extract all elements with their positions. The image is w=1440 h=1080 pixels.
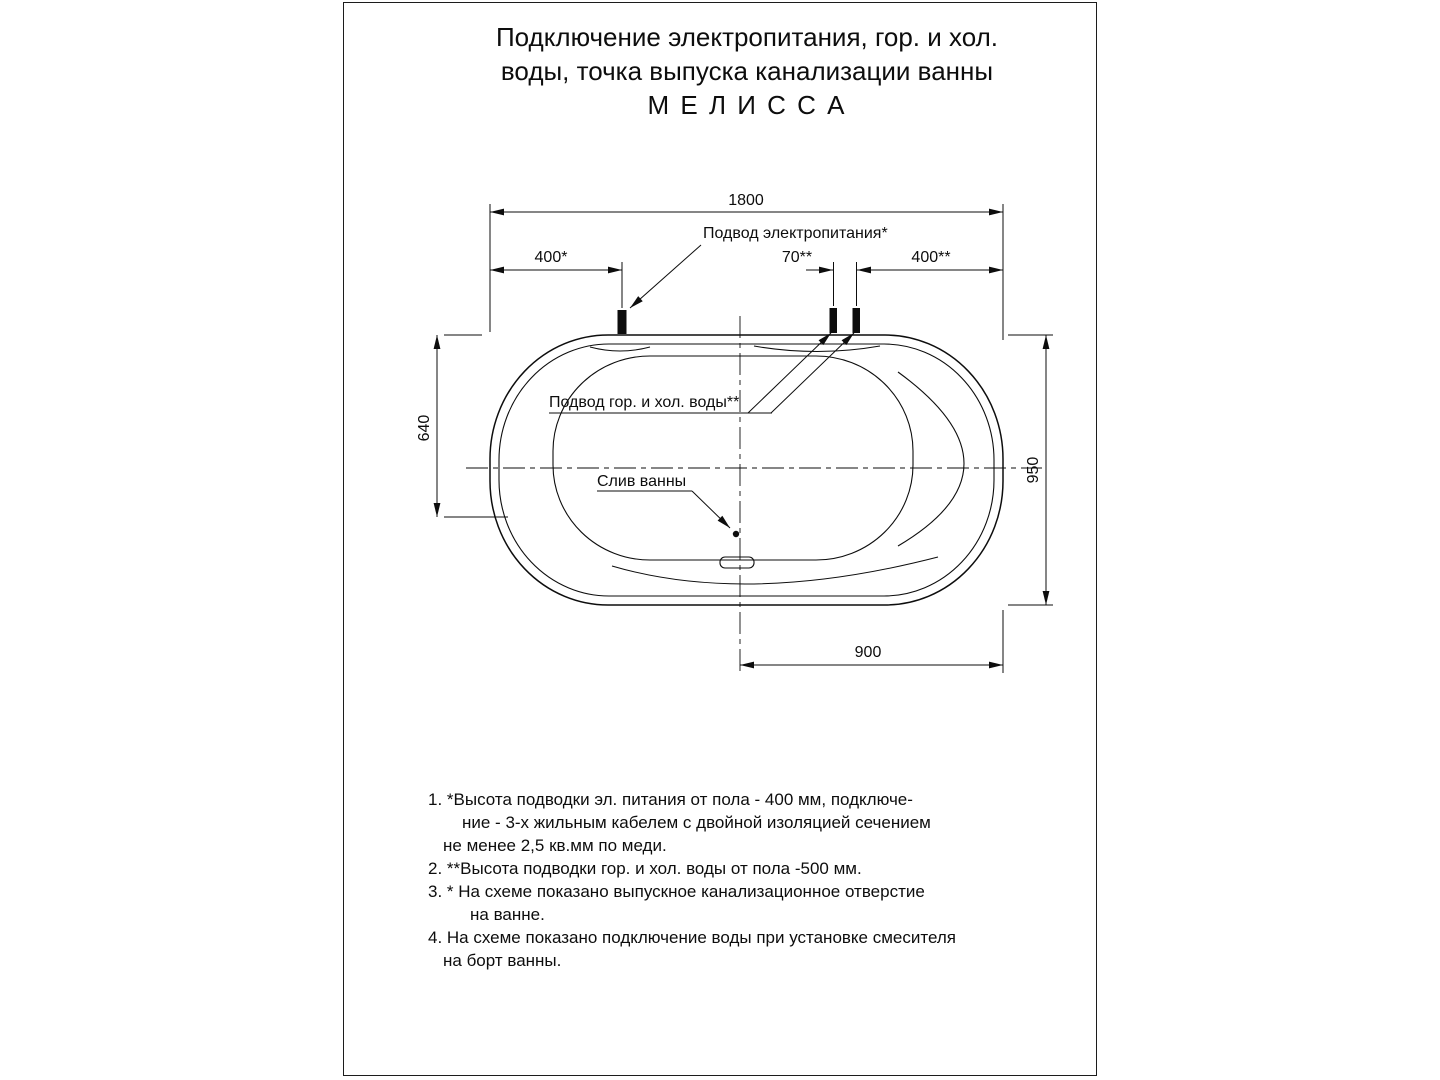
note-line-7: 4. На схеме показано подключение воды пр… — [428, 928, 956, 947]
tub-inner-rim — [498, 343, 995, 597]
connection-points — [617, 308, 860, 334]
dim-950-text: 950 — [1025, 457, 1042, 484]
dimension-lines — [433, 204, 1053, 673]
tub-basin — [552, 355, 914, 561]
leader-water-hot — [747, 332, 832, 414]
callout-labels: Подвод электропитания* Подвод гор. и хол… — [549, 225, 888, 490]
centerlines — [466, 316, 1042, 676]
drawing-sheet — [343, 2, 1097, 1076]
notes-block: 1. *Высота подводки эл. питания от пола … — [428, 788, 956, 972]
hot-water-connector — [829, 308, 837, 333]
dim-400-left-text: 400* — [535, 249, 568, 266]
drain-point — [732, 530, 740, 538]
bathtub-outline — [489, 334, 1004, 606]
dim-640-text: 640 — [416, 415, 433, 442]
dim-1800-text: 1800 — [728, 192, 764, 209]
note-line-1: 1. *Высота подводки эл. питания от пола … — [428, 790, 913, 809]
note-line-5: 3. * На схеме показано выпускное канализ… — [428, 882, 925, 901]
cold-water-connector — [852, 308, 860, 333]
tub-outer-rim — [489, 334, 1004, 606]
dim-400-right-text: 400** — [911, 249, 950, 266]
dimension-texts: 1800 400* 70** 400** 640 950 900 — [416, 192, 1042, 661]
title-block: Подключение электропитания, гор. и хол. … — [370, 20, 1124, 122]
overflow-trim — [719, 556, 755, 569]
dim-70-text: 70** — [782, 249, 812, 266]
tub-top-deck-recess-left — [589, 346, 651, 352]
tub-right-deck-curve — [897, 371, 965, 547]
label-water-supply: Подвод гор. и хол. воды** — [549, 394, 739, 411]
label-power-supply: Подвод электропитания* — [703, 225, 888, 242]
leader-lines — [549, 244, 855, 529]
note-line-6: на ванне. — [470, 905, 545, 924]
tub-top-deck-recess-right — [753, 345, 881, 352]
note-line-8: на борт ванны. — [443, 951, 562, 970]
label-drain: Слив ванны — [597, 473, 686, 490]
leader-power — [629, 244, 702, 309]
leader-drain — [691, 490, 731, 529]
note-line-4: 2. **Высота подводки гор. и хол. воды от… — [428, 859, 862, 878]
note-line-3: не менее 2,5 кв.мм по меди. — [443, 836, 667, 855]
title-line-1: Подключение электропитания, гор. и хол. — [495, 22, 998, 52]
tub-bottom-seat-curve — [611, 556, 939, 585]
dim-900-text: 900 — [855, 644, 882, 661]
power-connector — [617, 310, 627, 334]
note-line-2: ние - 3-х жильным кабелем с двойной изол… — [462, 813, 931, 832]
title-line-2: воды, точка выпуска канализации ванны — [500, 56, 994, 86]
leader-water-cold — [770, 332, 855, 414]
title-model-name: М Е Л И С С А — [647, 90, 847, 120]
